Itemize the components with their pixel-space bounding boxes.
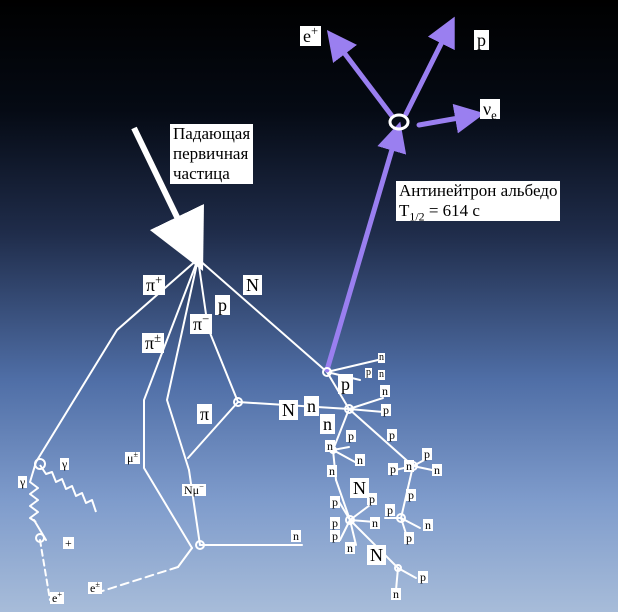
- pi-minus-label: π−: [190, 313, 213, 334]
- proton-label-c10: p: [330, 529, 340, 543]
- gamma-wavy-tracks: [29, 464, 97, 523]
- neutron-label-c5: n: [432, 463, 442, 477]
- neutron-label-c1: n: [325, 439, 335, 453]
- proton-label-c3: p: [330, 495, 340, 509]
- proton-label-c6: p: [388, 462, 398, 476]
- antineutron-label: Антинейтрон альбедо T1/2 = 614 c: [396, 181, 561, 222]
- proton-label-big: p: [338, 374, 353, 394]
- proton-label-c1: p: [346, 429, 356, 443]
- proton-label-c11: p: [404, 531, 414, 545]
- nucleon-label-top: N: [243, 275, 262, 295]
- pi-plus-minus-label: π±: [142, 332, 165, 353]
- incoming-primary-label: Падающая первичная частица: [170, 124, 254, 184]
- neutron-label-c2: n: [355, 453, 365, 467]
- proton-label-r1: p: [381, 403, 391, 417]
- incoming-primary-arrow: [131, 126, 204, 272]
- antineutron-decay: [324, 16, 485, 373]
- nucleon-label-c2: N: [367, 545, 386, 565]
- neutron-label-bottom: n: [291, 529, 301, 543]
- gamma-label-2: γ: [18, 475, 28, 489]
- proton-label-c4: p: [367, 492, 377, 506]
- neutron-label-r1: n: [380, 384, 390, 398]
- gamma-label-1: γ: [60, 457, 70, 471]
- neutron-label-c12: n: [391, 587, 401, 601]
- proton-label-c8: p: [385, 503, 395, 517]
- white-tracks: [29, 258, 433, 601]
- proton-label-c2: p: [387, 428, 397, 442]
- neutron-label-c10: n: [345, 541, 355, 555]
- electron-neutrino-label: νe: [480, 99, 500, 122]
- proton-label-c5: p: [422, 447, 432, 461]
- proton-label-c7: p: [406, 488, 416, 502]
- proton-label-top: p: [215, 295, 230, 315]
- nucleon-label-mid: N: [279, 400, 298, 420]
- neutron-label-c11: n: [423, 518, 433, 532]
- proton-label-s1: p: [365, 367, 372, 378]
- neutron-label-l1: n: [304, 396, 319, 416]
- plus-label: +: [63, 536, 74, 550]
- pi-plus-label: π+: [143, 274, 166, 295]
- neutron-label-c1b: n: [327, 464, 337, 478]
- antineutron-decay-vertex: [388, 113, 410, 131]
- neutron-label-c6: n: [404, 459, 414, 473]
- positron-label-bottom: e+: [50, 590, 65, 605]
- nucleon-label-c1: N: [350, 478, 369, 498]
- proton-label-c12: p: [418, 570, 428, 584]
- neutron-label-s1: n: [378, 352, 385, 363]
- positron-label: e+: [300, 25, 322, 46]
- antiproton-label: p: [474, 30, 489, 50]
- neutron-label-c9: n: [370, 516, 380, 530]
- mu-plus-minus-label: μ±: [125, 450, 141, 465]
- electron-pm-label: e±: [88, 580, 102, 595]
- pi-label: π: [197, 404, 213, 424]
- proton-label-c9: p: [330, 516, 340, 530]
- neutron-label-l2: n: [320, 414, 335, 434]
- nucleon-muon-label: Nμ−: [182, 482, 206, 497]
- neutron-label-s2: n: [378, 369, 385, 380]
